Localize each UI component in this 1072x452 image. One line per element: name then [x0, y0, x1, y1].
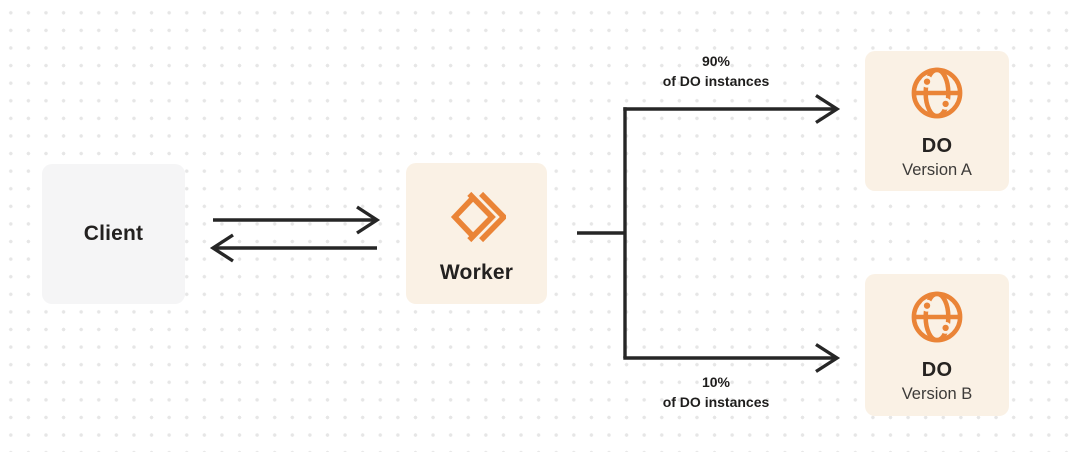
- node-client: Client: [42, 164, 185, 304]
- node-do-version-a: DO Version A: [865, 51, 1009, 191]
- arrow-worker-to-client: [209, 233, 377, 263]
- edge-label-10-line1: 10%: [701, 374, 731, 390]
- node-worker: Worker: [406, 163, 547, 304]
- edge-label-90-percent: 90% of DO instances: [616, 52, 816, 92]
- arrow-client-to-worker: [213, 205, 381, 235]
- durable-object-globe-icon: [908, 64, 966, 127]
- edge-label-90-line2: of DO instances: [662, 72, 770, 89]
- do-b-subtitle: Version B: [901, 385, 973, 403]
- split-line: [577, 107, 627, 358]
- workers-icon: [448, 188, 508, 251]
- arrow-to-do-version-b: [623, 343, 841, 373]
- node-do-version-b: DO Version B: [865, 274, 1009, 416]
- arrow-to-do-version-a: [623, 94, 841, 124]
- worker-label: Worker: [439, 261, 514, 284]
- edge-label-90-line1: 90%: [701, 53, 731, 69]
- client-label: Client: [83, 222, 144, 245]
- edge-label-10-percent: 10% of DO instances: [616, 373, 816, 413]
- do-b-title: DO: [921, 359, 953, 381]
- durable-object-globe-icon: [908, 288, 966, 351]
- do-a-title: DO: [921, 135, 953, 157]
- edge-label-10-line2: of DO instances: [662, 393, 770, 410]
- do-a-subtitle: Version A: [902, 161, 972, 179]
